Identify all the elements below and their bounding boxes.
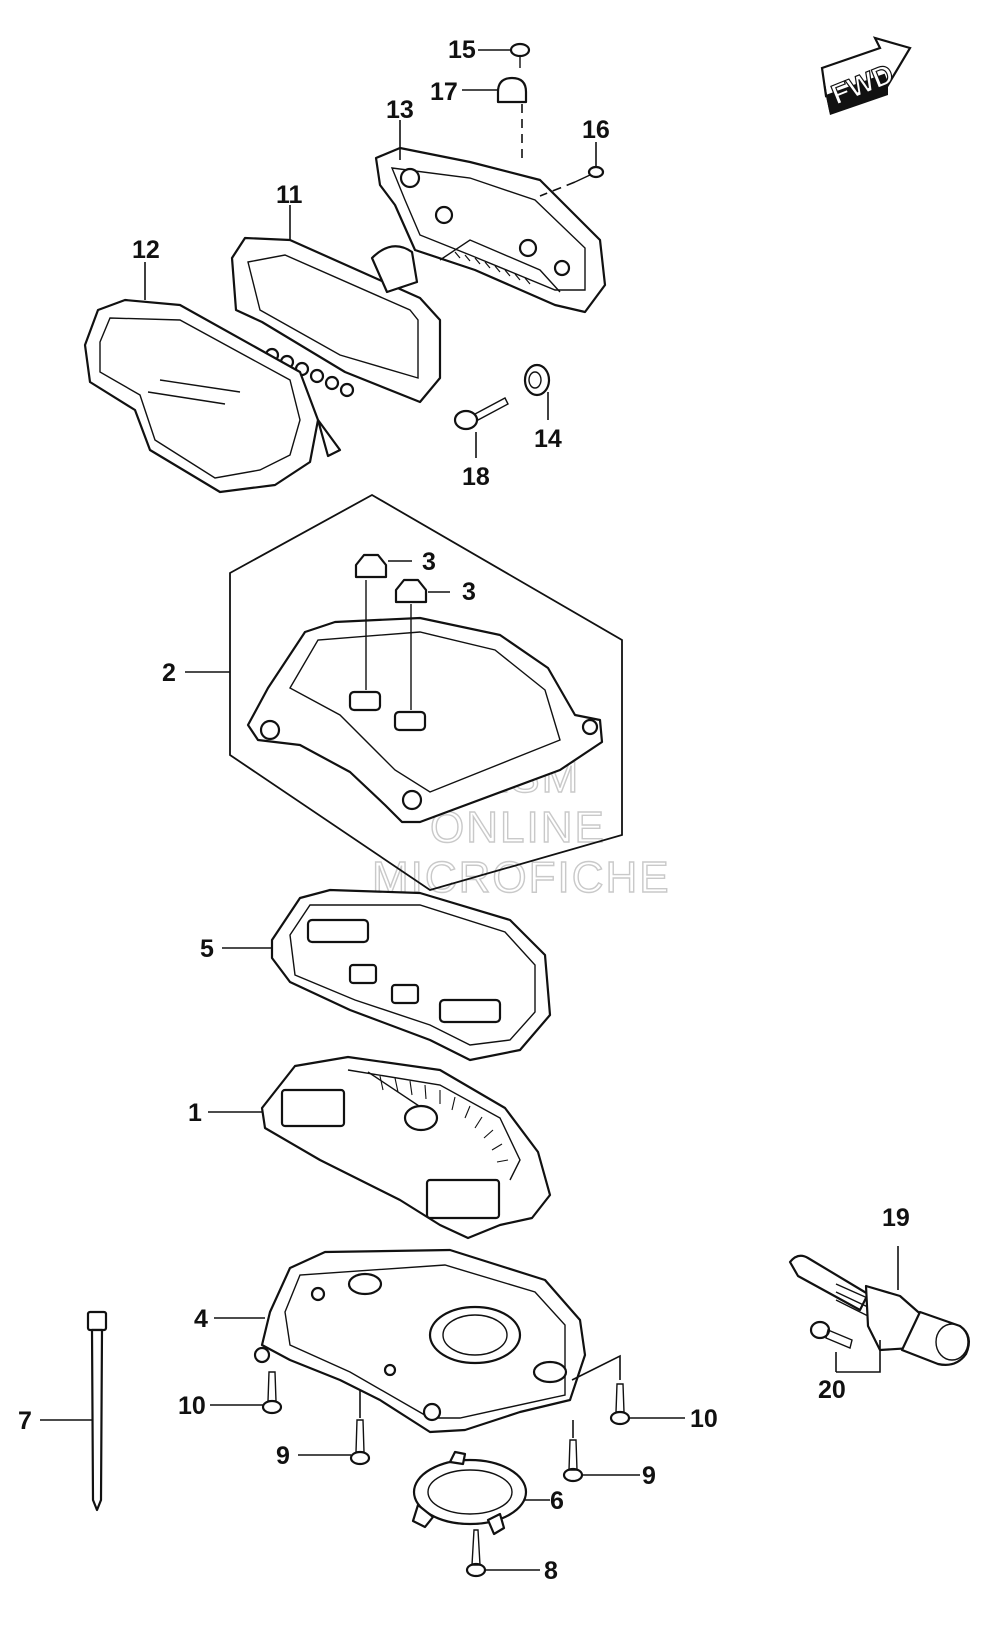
part-16-screw [539, 142, 605, 197]
callout-6: 6 [550, 1487, 564, 1515]
part-15-screw [478, 42, 531, 68]
callout-17: 17 [430, 78, 458, 106]
part-2-assembly-box [185, 493, 623, 891]
part-8-screw [465, 1529, 540, 1578]
part-5-seal [222, 888, 552, 1062]
callout-13: 13 [386, 96, 414, 124]
part-20-bolt [809, 1320, 881, 1373]
part-7-cable-tie [40, 1310, 108, 1512]
callout-15: 15 [448, 36, 476, 64]
callout-20: 20 [818, 1376, 846, 1404]
part-9-screw-left [298, 1390, 371, 1466]
part-1-meter-unit [208, 1055, 552, 1240]
callout-1: 1 [188, 1099, 202, 1127]
part-3-button-b [394, 578, 450, 710]
part-11-housing [230, 205, 442, 404]
callout-9b: 9 [642, 1462, 656, 1490]
callout-18: 18 [462, 463, 490, 491]
part-18-bolt [453, 397, 509, 458]
part-10-screw-left [210, 1371, 283, 1415]
part-3-button-a [354, 553, 412, 690]
callout-9a: 9 [276, 1442, 290, 1470]
fwd-arrow-icon: FWD [820, 36, 912, 115]
part-4-lower-case [214, 1248, 587, 1434]
callout-2: 2 [162, 659, 176, 687]
part-13-bracket [374, 120, 607, 314]
callout-11: 11 [276, 181, 303, 209]
part-9-screw-right [562, 1420, 640, 1483]
callout-3b: 3 [462, 578, 476, 606]
callout-8: 8 [544, 1557, 558, 1585]
part-12-lens-cover [83, 262, 342, 494]
watermark-line-2: ONLINE [430, 803, 606, 852]
callout-5: 5 [200, 935, 214, 963]
callout-labels: 15 17 13 16 11 12 14 18 3 3 2 5 1 19 4 2… [18, 36, 910, 1585]
callout-10a: 10 [178, 1392, 206, 1420]
callout-4: 4 [194, 1305, 208, 1333]
part-10-screw-right [571, 1354, 685, 1426]
callout-10b: 10 [690, 1405, 718, 1433]
callout-7: 7 [18, 1407, 32, 1435]
callout-19: 19 [882, 1204, 910, 1232]
callout-3a: 3 [422, 548, 436, 576]
part-19-sensor [788, 1246, 971, 1366]
callout-12: 12 [132, 236, 160, 264]
part-2-meter-case [246, 616, 604, 824]
part-17-clamp [462, 76, 528, 160]
callout-14: 14 [534, 425, 562, 453]
part-14-grommet [523, 363, 551, 420]
callout-16: 16 [582, 116, 610, 144]
part-6-ring [411, 1450, 550, 1536]
